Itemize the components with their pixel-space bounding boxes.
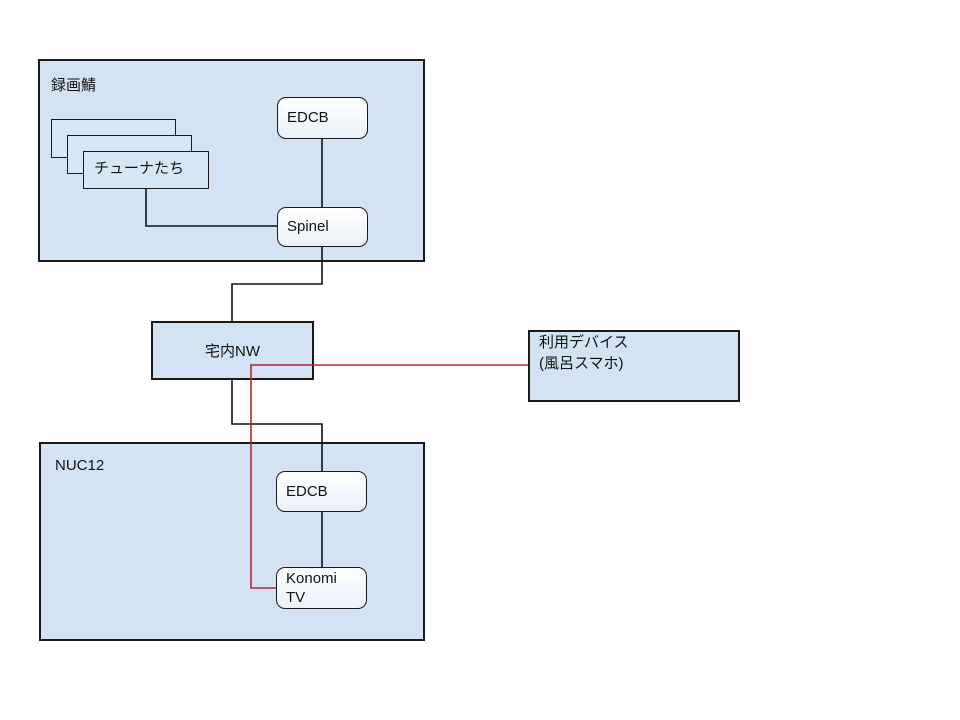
- edcb-recorder-label: EDCB: [287, 109, 329, 126]
- tuner-node: チューナたち: [83, 151, 209, 189]
- home-network-node: 宅内NW: [151, 321, 314, 380]
- konomitv-label-line1: Konomi: [286, 570, 337, 587]
- edcb-nuc12-node: EDCB: [276, 471, 367, 512]
- home-network-label: 宅内NW: [205, 343, 260, 360]
- spinel-node: Spinel: [277, 207, 368, 247]
- konomitv-label-line2: TV: [286, 589, 306, 606]
- konomitv-node: Konomi TV: [276, 567, 367, 609]
- client-device-label-line1: 利用デバイス: [539, 334, 629, 351]
- group-recording-server-label: 録画鯖: [51, 77, 97, 94]
- edcb-nuc12-label: EDCB: [286, 482, 328, 500]
- spinel-label: Spinel: [287, 218, 329, 235]
- client-device-label-line2: (風呂スマホ): [539, 355, 624, 372]
- group-nuc12-label: NUC12: [55, 457, 105, 474]
- client-device-node: 利用デバイス (風呂スマホ): [528, 330, 740, 402]
- edcb-recorder-node: EDCB: [277, 97, 368, 139]
- tuner-node-label: チューナたち: [94, 160, 185, 177]
